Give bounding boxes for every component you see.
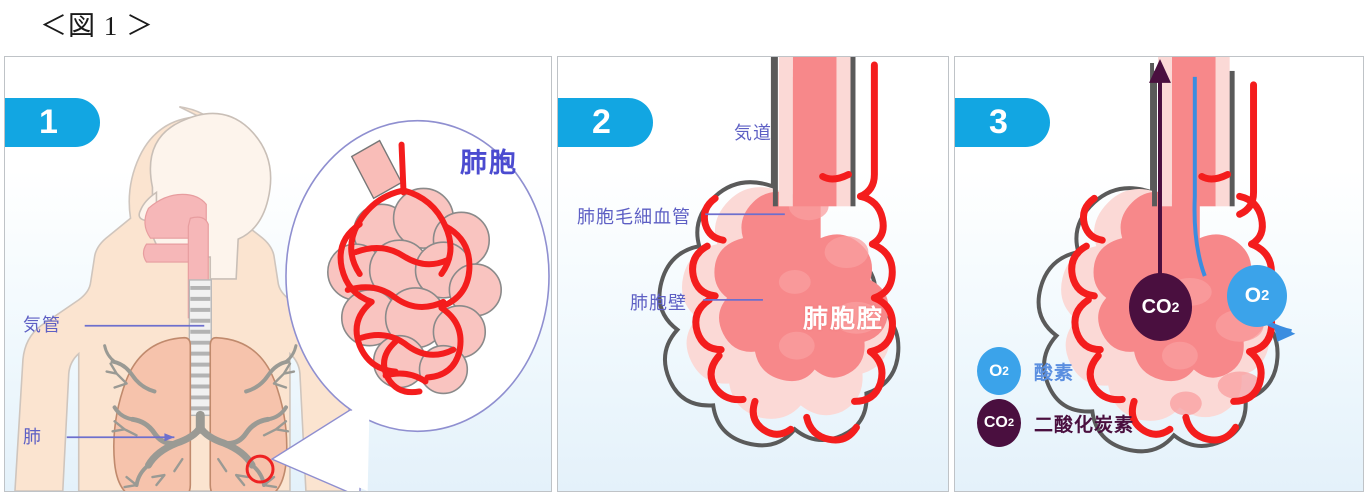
legend-co2-formula-sub: 2 <box>1007 417 1015 429</box>
panel-1-illustration <box>14 105 550 491</box>
panel-1-badge: 1 <box>5 98 100 147</box>
o2-formula-main: O <box>1244 284 1262 307</box>
label-alveoli: 肺胞 <box>460 148 518 178</box>
co2-formula-main: CO <box>1141 295 1172 318</box>
label-trachea: 気管 <box>23 315 61 335</box>
panel-2-illustration <box>657 57 901 448</box>
co2-formula-sub: 2 <box>1171 299 1180 315</box>
o2-formula-sub: 2 <box>1261 288 1270 304</box>
label-alveolar-cavity: 肺胞腔 <box>803 305 885 333</box>
label-lung: 肺 <box>23 427 42 447</box>
panel-2-badge: 2 <box>558 98 653 147</box>
figure-caption: ＜図 1 ＞ <box>40 11 154 41</box>
label-alveolar-wall: 肺胞壁 <box>630 293 687 313</box>
legend-co2-label: 二酸化炭素 <box>1034 414 1135 436</box>
panel-3-badge: 3 <box>955 98 1050 147</box>
legend-o2-formula-main: O <box>989 361 1003 380</box>
legend-o2-label: 酸素 <box>1034 362 1075 384</box>
label-airway: 気道 <box>734 123 772 143</box>
legend-o2-formula-sub: 2 <box>1002 364 1009 378</box>
panel-strip: 1 気管 肺 肺胞 <box>4 56 1368 492</box>
panel-2-alveolus-anatomy: 2 気道 肺胞毛細血管 肺胞壁 肺胞腔 <box>557 56 949 492</box>
panel-1-respiratory-overview: 1 気管 肺 肺胞 <box>4 56 552 492</box>
legend-co2-formula-main: CO <box>983 414 1008 431</box>
label-alveolar-capillary: 肺胞毛細血管 <box>577 207 691 227</box>
